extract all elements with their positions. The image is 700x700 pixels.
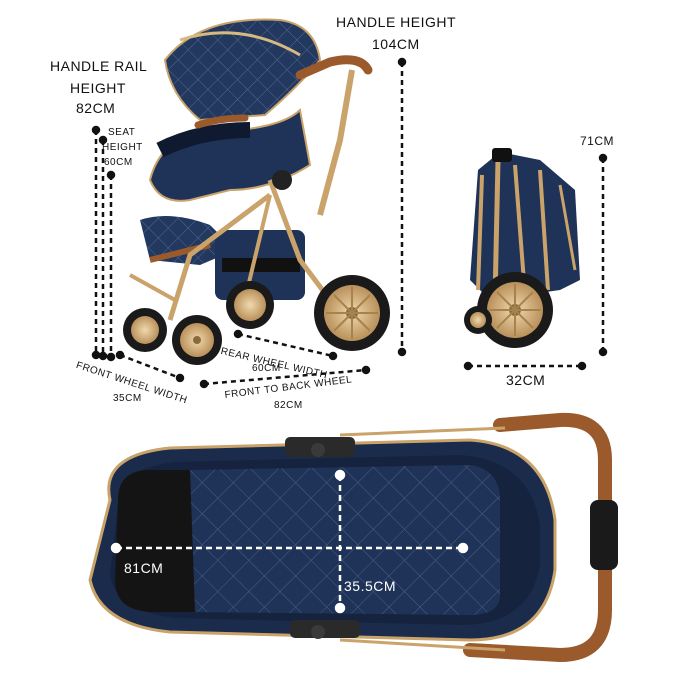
seat-height-value: 60CM <box>104 157 133 168</box>
front-to-back-value: 82CM <box>274 400 303 411</box>
seat-height-label-line1: SEAT <box>108 127 136 138</box>
rear-wheel <box>314 275 390 351</box>
front-wheel <box>172 315 222 365</box>
bassinet-width-value: 35.5CM <box>344 578 397 594</box>
rear-wheel-width-value: 60CM <box>252 363 281 374</box>
handle-rail-label-line1: HANDLE RAIL <box>50 58 148 74</box>
front-wheel-width-value: 35CM <box>113 393 142 404</box>
dimension-lines <box>91 57 608 389</box>
seat-height-label-line2: HEIGHT <box>102 142 143 153</box>
rear-wheel-2 <box>226 281 274 329</box>
bassinet-illustration <box>88 412 618 663</box>
handle-rail-value: 82CM <box>76 100 116 116</box>
handle-rail-label-line2: HEIGHT <box>70 80 126 96</box>
folded-width-value: 32CM <box>506 372 546 388</box>
handle-height-label: HANDLE HEIGHT <box>336 14 457 30</box>
folded-stroller <box>464 148 580 348</box>
bassinet-dimension-lines <box>110 469 469 614</box>
bassinet-length-value: 81CM <box>124 560 164 576</box>
front-wheel-2 <box>123 308 167 352</box>
folded-height-value: 71CM <box>580 134 615 148</box>
handle-height-value: 104CM <box>372 36 420 52</box>
